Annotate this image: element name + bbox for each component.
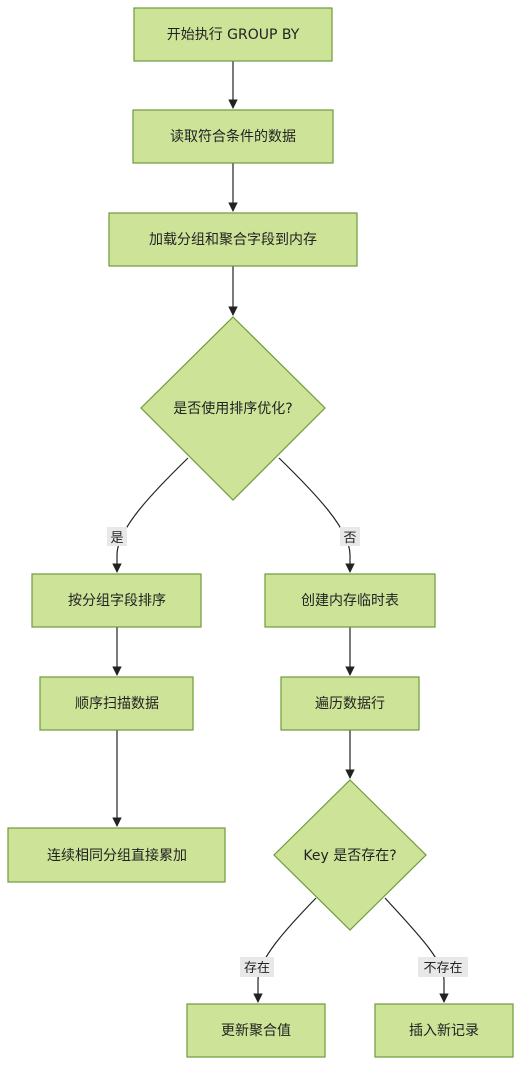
edge-decision-create	[278, 457, 355, 573]
node-sort: 按分组字段排序	[31, 573, 202, 628]
edge-label-yes: 是	[110, 531, 123, 546]
node-decision-key: Key 是否存在?	[273, 779, 427, 931]
node-create-temp-label: 创建内存临时表	[301, 593, 399, 609]
edge-key-insert	[384, 897, 449, 1003]
edge-label-not-exists-bg	[418, 957, 468, 977]
node-iterate: 遍历数据行	[280, 676, 420, 731]
node-insert-label: 插入新记录	[409, 1023, 479, 1039]
edge-label-not-exists: 不存在	[423, 961, 462, 976]
node-load-label: 加载分组和聚合字段到内存	[149, 232, 317, 248]
node-decision-sort: 是否使用排序优化?	[140, 316, 326, 501]
edge-label-yes-bg	[107, 527, 127, 546]
node-read: 读取符合条件的数据	[132, 109, 334, 164]
node-accumulate-label: 连续相同分组直接累加	[47, 847, 187, 864]
node-create-temp: 创建内存临时表	[264, 573, 436, 628]
node-sort-label: 按分组字段排序	[68, 593, 166, 609]
node-update-label: 更新聚合值	[221, 1023, 291, 1039]
node-decision-key-label: Key 是否存在?	[303, 848, 396, 864]
node-scan-label: 顺序扫描数据	[75, 696, 159, 712]
edge-label-exists: 存在	[244, 961, 270, 976]
edge-label-exists-bg	[240, 957, 274, 977]
edge-decision-sort	[112, 457, 189, 573]
edge-labels: 是 否 存在 不存在	[107, 527, 468, 977]
node-start: 开始执行 GROUP BY	[133, 7, 333, 62]
node-scan: 顺序扫描数据	[39, 676, 194, 731]
edge-key-update	[253, 897, 317, 1003]
node-decision-sort-label: 是否使用排序优化?	[173, 400, 292, 417]
node-start-label: 开始执行 GROUP BY	[167, 27, 300, 43]
edge-label-no: 否	[343, 531, 356, 546]
nodes: 开始执行 GROUP BY 读取符合条件的数据 加载分组和聚合字段到内存 是否使…	[7, 7, 514, 1058]
edges	[112, 61, 449, 1003]
node-update: 更新聚合值	[186, 1003, 326, 1058]
node-accumulate: 连续相同分组直接累加	[7, 827, 226, 883]
edge-label-no-bg	[340, 527, 360, 546]
node-insert: 插入新记录	[374, 1003, 514, 1058]
node-read-label: 读取符合条件的数据	[170, 128, 296, 145]
node-iterate-label: 遍历数据行	[315, 696, 385, 712]
node-load: 加载分组和聚合字段到内存	[108, 212, 358, 267]
